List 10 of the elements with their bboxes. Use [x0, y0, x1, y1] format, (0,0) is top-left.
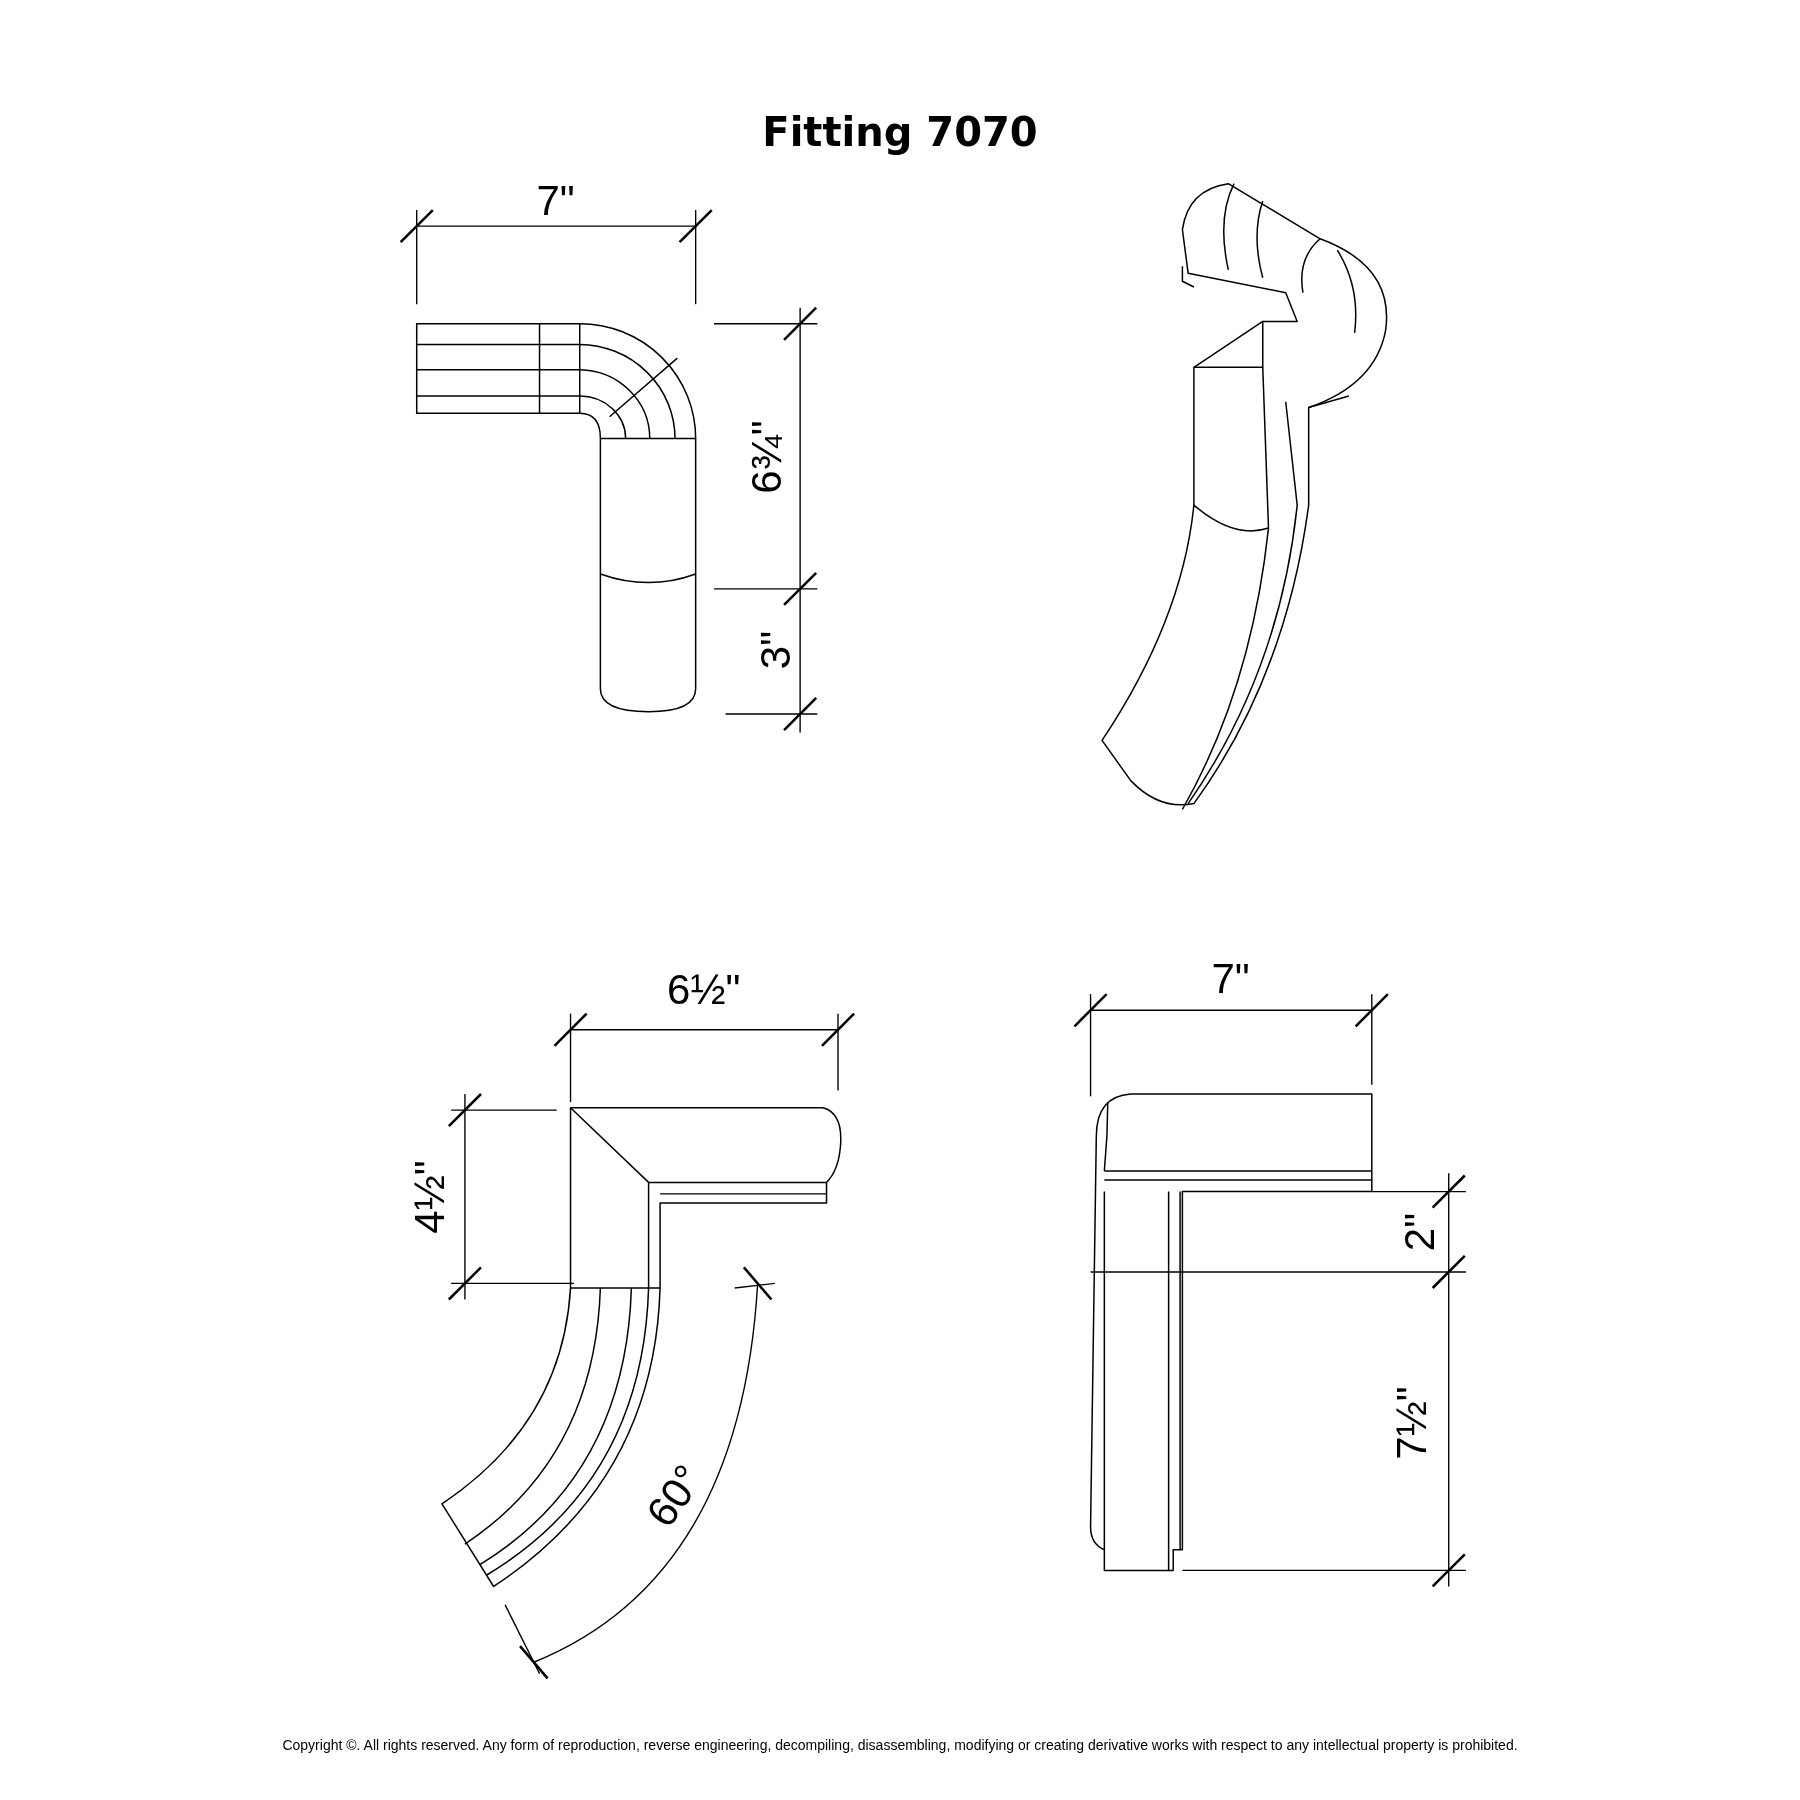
dimension-label: 7": [1211, 958, 1250, 1001]
dimension-label: 6½": [667, 968, 741, 1011]
dimension-label: 7½": [1391, 1386, 1433, 1461]
dimension-label: 7": [536, 179, 575, 222]
dimension-label: 4½": [409, 1160, 452, 1234]
dimension-label: 60°: [639, 1457, 711, 1534]
dimension-label: 6¾": [745, 420, 788, 494]
dimension-label: 2": [1399, 1212, 1441, 1251]
copyright-notice: Copyright ©. All rights reserved. Any form of reproduction, reverse engineering, decompiling, disassembling, modifying or creating derivative works with respect to any intellectual property is prohibited.: [282, 1737, 1518, 1752]
dimension-label: 3": [755, 630, 797, 669]
